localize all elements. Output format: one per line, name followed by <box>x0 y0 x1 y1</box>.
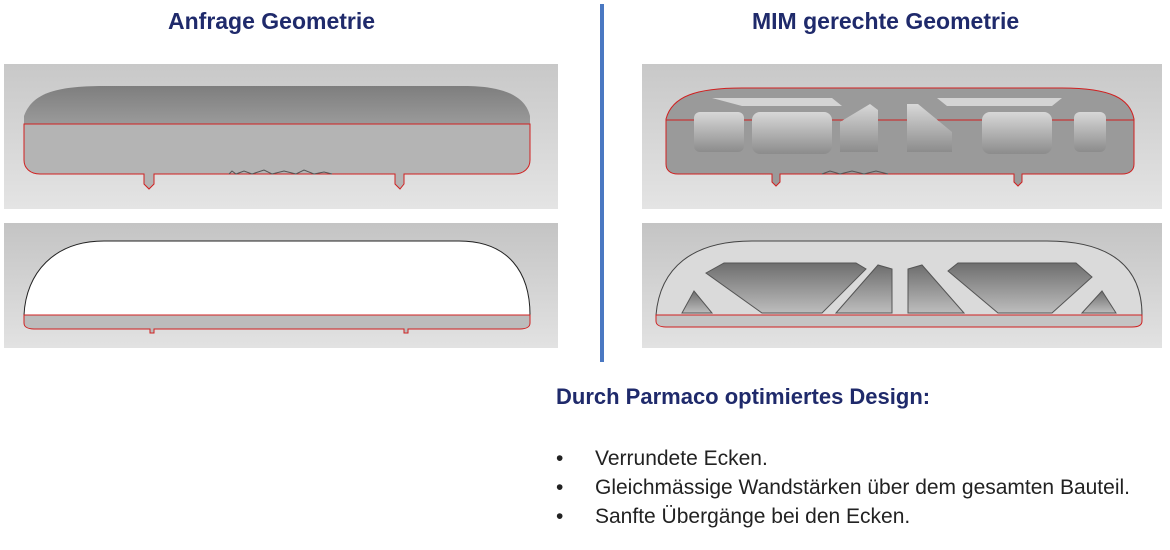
bullet-marker: • <box>556 476 564 499</box>
original-part-top-view <box>4 223 558 348</box>
mim-geometry-heading: MIM gerechte Geometrie <box>752 8 1020 34</box>
bullet-marker: • <box>556 447 564 470</box>
design-point: • Gleichmässige Wandstärken über dem ges… <box>556 473 1130 502</box>
design-points-list: • Verrundete Ecken. • Gleichmässige Wand… <box>556 444 1130 531</box>
optimized-design-title: Durch Parmaco optimiertes Design: <box>556 384 931 409</box>
mim-part-top-view <box>642 223 1162 348</box>
column-divider <box>600 4 604 362</box>
design-point-text: Gleichmässige Wandstärken über dem gesam… <box>595 476 1130 499</box>
bullet-marker: • <box>556 505 564 528</box>
mim-part-side-view <box>642 64 1162 209</box>
design-point: • Verrundete Ecken. <box>556 444 1130 473</box>
original-geometry-heading: Anfrage Geometrie <box>168 8 376 34</box>
original-part-side-view <box>4 64 558 209</box>
design-point-text: Sanfte Übergänge bei den Ecken. <box>595 505 911 528</box>
design-point: • Sanfte Übergänge bei den Ecken. <box>556 502 1130 531</box>
design-point-text: Verrundete Ecken. <box>595 447 768 470</box>
